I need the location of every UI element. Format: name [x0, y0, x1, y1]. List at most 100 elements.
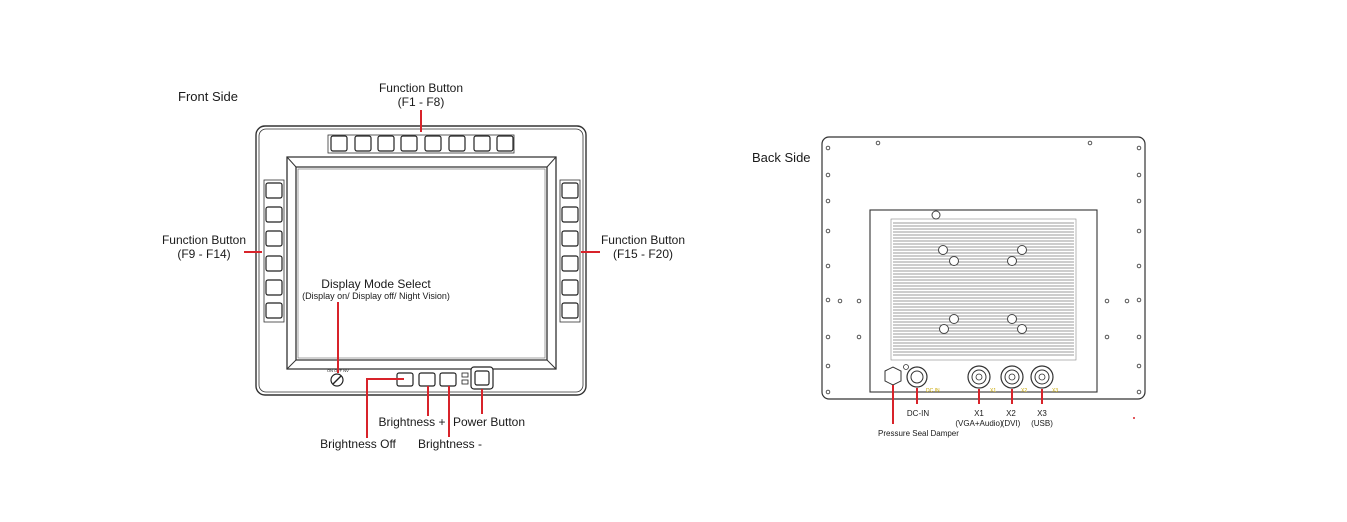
right-buttons-label-2: (F15 - F20)	[613, 247, 673, 261]
function-button-f5	[424, 135, 442, 152]
left-buttons-label-1: Function Button	[162, 233, 246, 247]
mounting-hole	[1136, 389, 1142, 395]
x2-mark: X2	[1021, 388, 1027, 394]
back-connectors: DC IN X1 X2 X3	[884, 364, 1058, 394]
mounting-hole	[825, 363, 831, 369]
function-button-f10	[265, 206, 283, 223]
bottom-controls	[396, 366, 494, 390]
function-button-f3	[377, 135, 395, 152]
mounting-hole	[825, 145, 831, 151]
x2-label: X2	[1006, 409, 1016, 418]
heatsink-fins	[893, 222, 1074, 356]
function-button-f11	[265, 230, 283, 247]
display-screen	[297, 168, 546, 359]
heatsink-screw	[949, 256, 959, 266]
mounting-hole	[856, 298, 862, 304]
function-button-f6	[448, 135, 466, 152]
mounting-hole	[1136, 145, 1142, 151]
function-button-f7	[473, 135, 491, 152]
function-button-f4	[400, 135, 418, 152]
left-buttons-label-2: (F9 - F14)	[177, 247, 230, 261]
back-panel	[821, 136, 1146, 400]
function-button-f1	[330, 135, 348, 152]
red-dot-mark	[1133, 417, 1135, 419]
top-buttons-label-2: (F1 - F8)	[398, 95, 445, 109]
brightness-off-callout	[366, 378, 404, 438]
pressure-seal-damper	[884, 366, 902, 386]
function-button-f2	[354, 135, 372, 152]
power-label: Power Button	[453, 415, 525, 429]
mounting-hole	[1087, 140, 1093, 146]
mounting-hole	[825, 228, 831, 234]
mounting-hole	[1136, 172, 1142, 178]
heatsink	[890, 218, 1077, 361]
left-function-buttons	[263, 179, 285, 323]
x3-label: X3	[1037, 409, 1047, 418]
mounting-hole	[1136, 228, 1142, 234]
mounting-hole	[1136, 334, 1142, 340]
function-button-f14	[265, 302, 283, 319]
front-side-title: Front Side	[178, 89, 238, 104]
top-screw	[931, 210, 941, 220]
mounting-hole	[1136, 363, 1142, 369]
heatsink-screw	[1017, 324, 1027, 334]
function-button-f15	[561, 182, 579, 199]
function-button-f20	[561, 302, 579, 319]
mounting-hole	[837, 298, 843, 304]
brightness-plus-button	[418, 372, 436, 387]
pressure-seal-label: Pressure Seal Damper	[878, 429, 959, 438]
mounting-hole	[825, 389, 831, 395]
function-button-f8	[496, 135, 514, 152]
heatsink-screw	[949, 314, 959, 324]
top-buttons-label-1: Function Button	[379, 81, 463, 95]
mounting-hole	[875, 140, 881, 146]
function-button-f13	[265, 279, 283, 296]
mounting-hole	[825, 263, 831, 269]
function-button-f19	[561, 279, 579, 296]
status-led-2	[461, 379, 469, 385]
mounting-hole	[1136, 198, 1142, 204]
mounting-holes	[825, 140, 1142, 395]
heatsink-screw	[1007, 314, 1017, 324]
mounting-hole	[825, 172, 831, 178]
x3-mark: X3	[1052, 388, 1058, 394]
top-function-buttons	[327, 134, 515, 154]
brightness-off-label: Brightness Off	[320, 437, 396, 451]
brightness-plus-label: Brightness +	[378, 415, 445, 429]
dc-in-label: DC-IN	[907, 409, 929, 418]
x1-label: X1	[974, 409, 984, 418]
display-mode-label-2: (Display on/ Display off/ Night Vision)	[302, 291, 450, 301]
x2-sub-label: (DVI)	[1002, 419, 1021, 428]
mounting-hole	[1104, 334, 1110, 340]
mounting-hole	[825, 198, 831, 204]
mounting-hole	[825, 297, 831, 303]
heatsink-screw	[939, 324, 949, 334]
heatsink-screw	[1007, 256, 1017, 266]
x1-sub-label: (VGA+Audio)	[955, 419, 1003, 428]
mounting-hole	[1104, 298, 1110, 304]
dc-in-mark: DC IN	[926, 388, 940, 394]
right-function-buttons	[559, 179, 581, 323]
heatsink-screw	[1017, 245, 1027, 255]
function-button-f16	[561, 206, 579, 223]
mounting-hole	[1136, 297, 1142, 303]
back-side-title: Back Side	[752, 150, 811, 165]
brightness-minus-label: Brightness -	[418, 437, 482, 451]
function-button-f18	[561, 255, 579, 272]
heatsink-screw	[938, 245, 948, 255]
mounting-hole	[1124, 298, 1130, 304]
mounting-hole	[856, 334, 862, 340]
display-mode-label-1: Display Mode Select	[321, 277, 431, 291]
right-buttons-label-1: Function Button	[601, 233, 685, 247]
mounting-hole	[825, 334, 831, 340]
brightness-minus-button	[439, 372, 457, 387]
x3-sub-label: (USB)	[1031, 419, 1053, 428]
front-panel	[255, 125, 587, 396]
x1-mark: X1	[990, 388, 996, 394]
mounting-hole	[1136, 263, 1142, 269]
function-button-f17	[561, 230, 579, 247]
status-led-1	[461, 372, 469, 378]
function-button-f9	[265, 182, 283, 199]
function-button-f12	[265, 255, 283, 272]
